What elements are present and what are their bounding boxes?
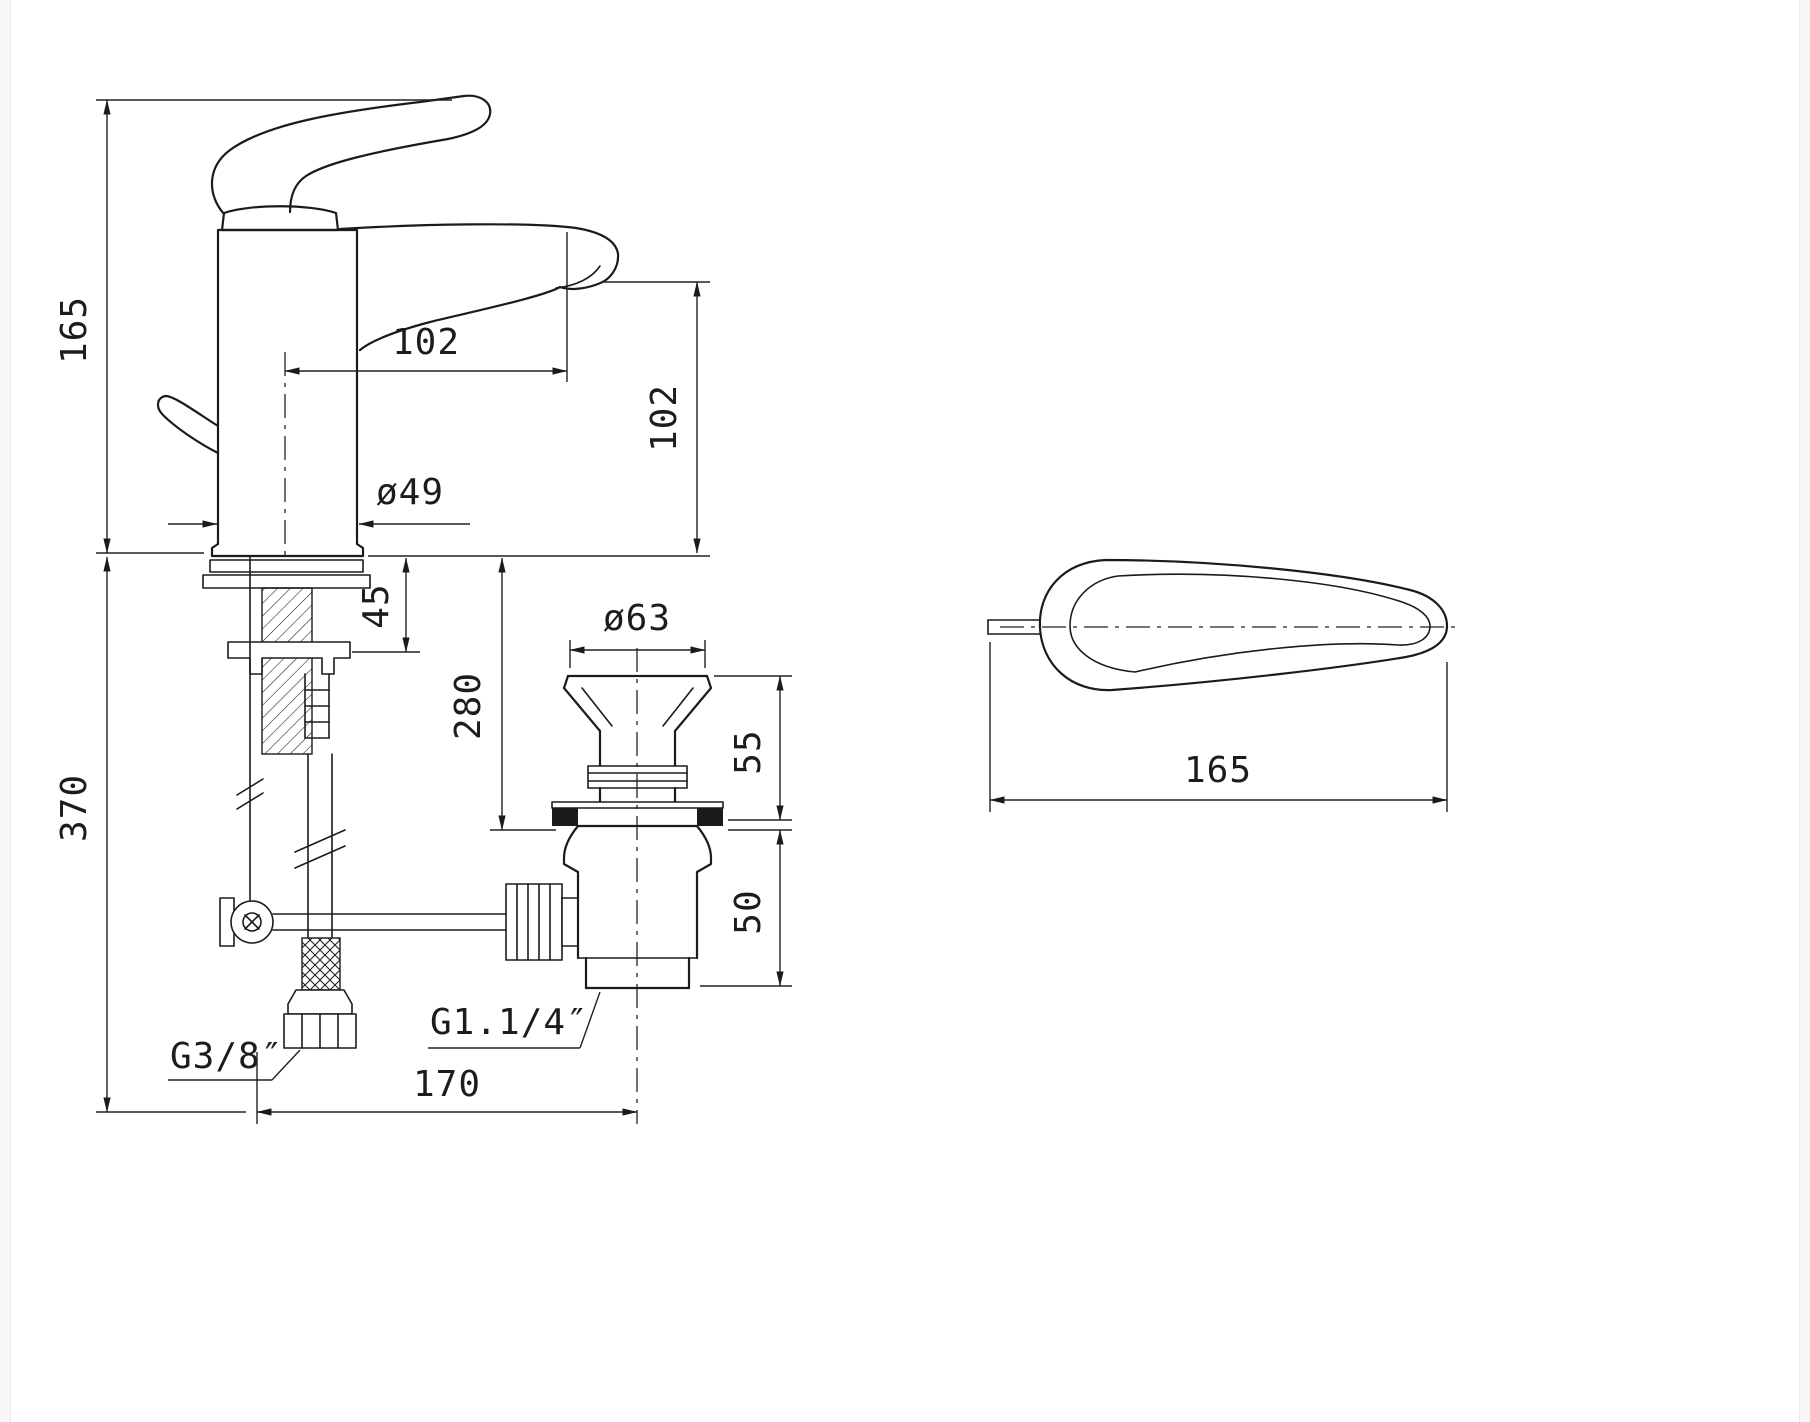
supply-hex-nut: [283, 1013, 357, 1049]
dim-deck-thickness-45: 45: [352, 557, 420, 653]
dim-spout-height-102-label: 102: [644, 384, 685, 452]
faucet-spout: [338, 223, 620, 352]
popup-rod: [236, 555, 264, 901]
dim-waste-upper-55: 55: [714, 675, 792, 821]
dim-deck-thickness-45-label: 45: [356, 583, 397, 628]
threaded-shank-hatched: [261, 587, 313, 755]
popup-waste-assembly: [551, 648, 724, 1124]
faucet-cartridge-cap: [220, 205, 340, 232]
dim-waste-upper-55-label: 55: [728, 729, 769, 774]
rubber-seal-left: [552, 808, 578, 826]
page-right-edge: [1799, 0, 1810, 1422]
label-waste-thread: G1.1/4″: [428, 991, 601, 1049]
deck-mounting-hardware: [202, 559, 371, 755]
handle-pin-stub: [987, 619, 1041, 635]
popup-horizontal-rod: [272, 913, 507, 931]
dim-base-diameter-49: ø49: [168, 472, 470, 528]
label-waste-thread-text: G1.1/4″: [430, 1002, 589, 1043]
dim-spout-height-102: 102: [368, 281, 710, 557]
faucet-handle-outline: [210, 94, 492, 216]
dim-waste-lower-50: 50: [700, 829, 792, 987]
popup-gland-nut: [505, 883, 579, 961]
compression-collar: [287, 989, 353, 1015]
dim-base-diameter-49-label: ø49: [376, 472, 444, 513]
handle-top-outline: [1038, 558, 1449, 692]
dimensions-front-view: 165 370 102 102 ø49: [54, 99, 792, 1124]
dim-rod-length-280: 280: [448, 557, 556, 831]
handle-top-inner-line: [1069, 573, 1431, 673]
dim-height-165-label: 165: [54, 296, 95, 364]
dim-spout-reach-102: 102: [284, 232, 568, 382]
rubber-seal-right: [697, 808, 723, 826]
dim-handle-length-165: 165: [989, 642, 1448, 812]
dim-waste-lower-50-label: 50: [728, 889, 769, 934]
dim-depth-370: 370: [54, 556, 246, 1113]
dim-height-165: 165: [54, 99, 452, 554]
dim-spout-reach-102-label: 102: [392, 322, 460, 363]
dim-drain-offset-170: 170: [256, 1052, 638, 1124]
dim-depth-370-label: 370: [54, 774, 95, 842]
label-supply-thread-text: G3/8″: [170, 1036, 283, 1077]
dim-rod-length-280-label: 280: [448, 672, 489, 740]
dim-drain-offset-170-label: 170: [413, 1064, 481, 1105]
faucet-body: [210, 228, 365, 558]
dim-waste-diameter-63-label: ø63: [603, 598, 671, 639]
page-left-edge: [0, 0, 11, 1422]
supply-hose: [283, 753, 357, 1049]
handle-top-view: 165: [987, 558, 1458, 812]
label-supply-thread: G3/8″: [168, 1036, 301, 1081]
spout-aerator-line: [555, 265, 601, 289]
popup-pull-lever: [156, 394, 220, 455]
dim-waste-diameter-63: ø63: [569, 598, 706, 668]
mounting-stud: [304, 673, 330, 739]
braided-section: [301, 937, 341, 991]
popup-ball-joint: [219, 897, 274, 947]
faucet-front-view: [156, 94, 724, 1124]
dim-handle-length-165-label: 165: [1184, 750, 1252, 791]
